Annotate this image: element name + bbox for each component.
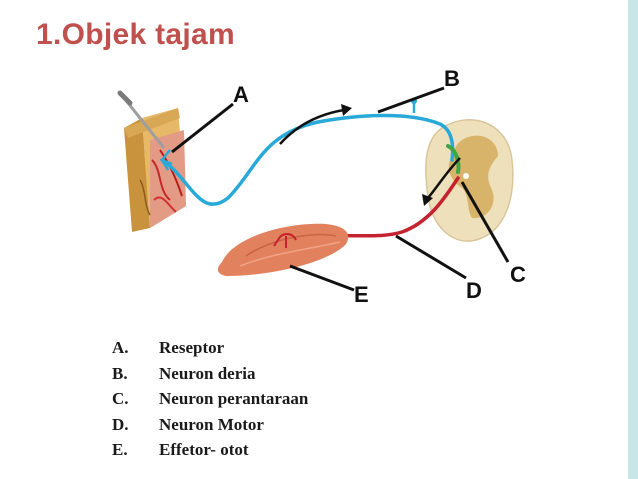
label-e: E bbox=[354, 282, 369, 307]
legend-list: A. Reseptor B. Neuron deria C. Neuron peran… bbox=[112, 335, 308, 463]
legend-item: B. Neuron deria bbox=[112, 361, 308, 387]
leader-line-c bbox=[460, 181, 510, 263]
legend-item: E. Effetor- otot bbox=[112, 437, 308, 463]
muscle bbox=[217, 223, 349, 276]
spinal-cord bbox=[425, 119, 514, 242]
legend-letter: C. bbox=[112, 389, 129, 409]
legend-item: C. Neuron perantaraan bbox=[112, 386, 308, 412]
interneuron bbox=[446, 144, 461, 174]
slide-title: 1.Objek tajam bbox=[36, 18, 235, 51]
legend-item: D. Neuron Motor bbox=[112, 412, 308, 438]
legend-letter: E. bbox=[112, 440, 128, 460]
legend-letter: B. bbox=[112, 363, 128, 383]
legend-text: Neuron perantaraan bbox=[159, 389, 309, 409]
legend-text: Neuron deria bbox=[159, 363, 256, 383]
sensory-neuron bbox=[160, 113, 455, 206]
leader-line-b bbox=[377, 86, 445, 114]
legend-text: Neuron Motor bbox=[159, 414, 264, 434]
legend-letter: D. bbox=[112, 414, 129, 434]
leader-line-e bbox=[289, 264, 355, 292]
legend-item: A. Reseptor bbox=[112, 335, 308, 361]
leader-line-a bbox=[171, 102, 234, 154]
arrow-sensory-icon bbox=[279, 104, 352, 145]
label-b: B bbox=[444, 66, 460, 91]
sensory-ending-icon bbox=[160, 149, 173, 171]
pin-icon bbox=[117, 90, 166, 149]
arrow-motor-icon bbox=[422, 157, 461, 206]
legend-text: Reseptor bbox=[159, 338, 225, 357]
skin-block bbox=[124, 108, 186, 232]
label-a: A bbox=[233, 82, 249, 107]
legend-letter: A. bbox=[112, 338, 129, 357]
slide-border bbox=[628, 0, 638, 479]
label-d: D bbox=[466, 278, 482, 303]
leader-line-d bbox=[395, 234, 467, 280]
label-c: C bbox=[510, 262, 526, 287]
legend-text: Effetor- otot bbox=[159, 440, 249, 460]
